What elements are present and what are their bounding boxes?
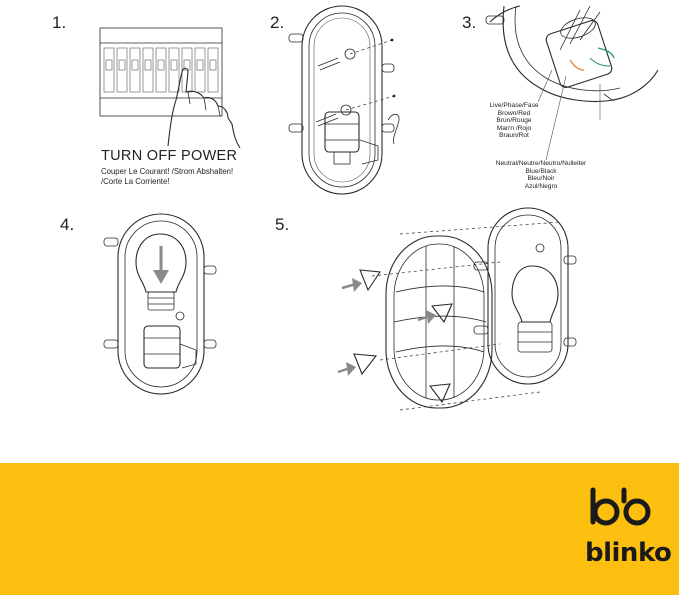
live-wire-label: Live/Phase/Fase Brown/Red Brun/Rouge Mar…: [484, 102, 544, 140]
breaker-module: [142, 47, 154, 93]
neutral-label-line-2: Blue/Black: [525, 167, 557, 175]
neutral-label-line-4: Azul/Negro: [524, 182, 558, 190]
live-label-line-3: Brun/Rouge: [496, 117, 532, 125]
breaker-switch: [118, 59, 126, 71]
neutral-label-line-3: Bleu/Noir: [527, 175, 555, 183]
step-number-1: 1.: [52, 13, 67, 32]
step-number-5: 5.: [275, 215, 290, 234]
breaker-switch: [157, 59, 165, 71]
breaker-switch: [196, 59, 204, 71]
power-translation-line-1: Couper Le Courant! /Strom Abshalten!: [101, 167, 234, 176]
step-number-4: 4.: [60, 215, 75, 234]
live-label-line-4: Marrn /Rojo: [496, 124, 532, 132]
breaker-module: [194, 47, 206, 93]
breaker-switch: [170, 59, 178, 71]
brand-name: blinko: [585, 538, 672, 568]
breaker-module: [207, 47, 219, 93]
step-number-3: 3.: [462, 13, 477, 32]
breaker-switch: [131, 59, 139, 71]
power-translation-line-2: /Corte La Corriente!: [101, 177, 170, 186]
breaker-switch: [209, 59, 217, 71]
breaker-switch: [105, 59, 113, 71]
footer-band: [0, 463, 679, 595]
step-number-2: 2.: [270, 13, 285, 32]
breaker-module: [103, 47, 115, 93]
breaker-switch: [144, 59, 152, 71]
live-label-line-2: Brown/Red: [497, 109, 531, 117]
breaker-module: [116, 47, 128, 93]
breaker-module: [129, 47, 141, 93]
breaker-switch: [183, 59, 191, 71]
live-label-line-5: Braun/Rot: [499, 132, 529, 140]
neutral-wire-label: Neutral/Neutre/Neutro/Nulleiter Blue/Bla…: [478, 160, 604, 190]
neutral-label-line-1: Neutral/Neutre/Neutro/Nulleiter: [495, 160, 587, 167]
breaker-module: [168, 47, 180, 93]
turn-off-power-heading: TURN OFF POWER: [101, 148, 238, 164]
live-label-line-1: Live/Phase/Fase: [489, 102, 539, 109]
breaker-module: [155, 47, 167, 93]
